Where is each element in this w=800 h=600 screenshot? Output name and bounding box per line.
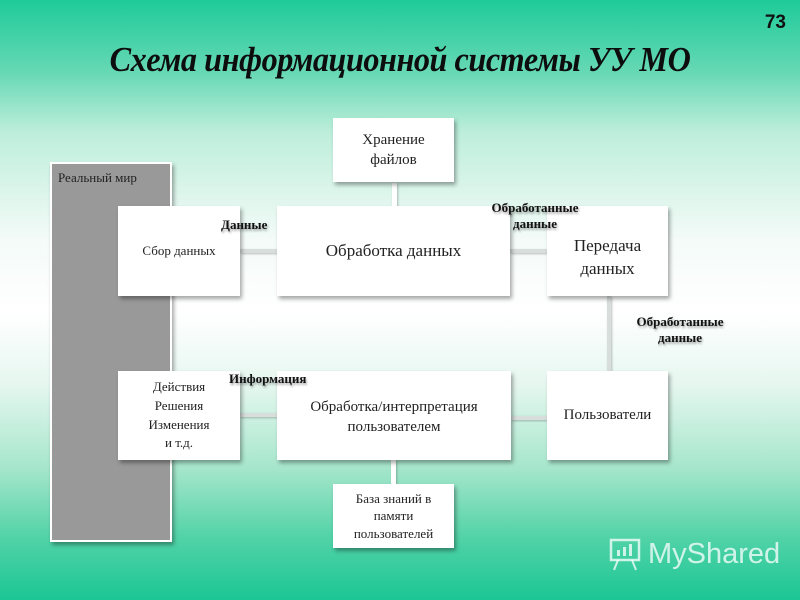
node-data-collection-label: Сбор данных xyxy=(142,243,216,259)
connector-process-storage xyxy=(392,183,397,207)
edge-label-data: Данные xyxy=(221,217,268,232)
watermark-text: MyShared xyxy=(648,537,781,570)
node-actions-line-2: Решения xyxy=(154,397,204,413)
edge-label-processed-data-right: Обработанные данные xyxy=(636,314,724,345)
connector-transfer-users xyxy=(607,296,611,372)
node-users: Пользователи xyxy=(547,371,668,460)
node-user-interpretation: Обработка/интерпретация пользователем xyxy=(277,371,511,460)
connector-interpret-actions xyxy=(240,413,278,417)
node-file-storage: Хранение файлов xyxy=(333,118,454,182)
connector-process-transfer xyxy=(510,249,548,253)
presentation-board-icon xyxy=(609,538,641,571)
node-data-collection: Сбор данных xyxy=(118,206,240,296)
node-data-transfer: Передача данных xyxy=(547,206,668,296)
node-knowledge-base-label: База знаний в памяти пользователей xyxy=(353,490,434,541)
node-data-processing: Обработка данных xyxy=(277,206,510,296)
watermark: MyShared xyxy=(608,536,780,572)
node-actions-line-3: Изменения xyxy=(148,416,210,432)
node-user-interpretation-label: Обработка/интерпретация пользователем xyxy=(310,399,478,436)
node-users-label: Пользователи xyxy=(563,407,652,424)
connector-users-interpret xyxy=(511,416,548,420)
connector-collect-process xyxy=(240,249,278,253)
slide-title: Схема информационной системы УУ МО xyxy=(109,40,691,79)
slide-number: 73 xyxy=(764,12,786,33)
edge-label-processed-data-top: Обработанные данные xyxy=(491,200,579,231)
node-knowledge-base: База знаний в памяти пользователей xyxy=(333,484,454,548)
node-actions-line-4: и т.д. xyxy=(164,435,194,451)
connector-interpret-knowledge xyxy=(391,460,396,484)
node-file-storage-label: Хранение файлов xyxy=(362,131,425,168)
edge-label-information: Информация xyxy=(229,371,307,386)
node-actions: Действия Решения Изменения и т.д. xyxy=(118,371,240,460)
node-data-transfer-label: Передача данных xyxy=(573,236,642,278)
node-actions-line-1: Действия xyxy=(152,378,206,394)
real-world-label: Реальный мир xyxy=(58,170,137,185)
node-data-processing-label: Обработка данных xyxy=(325,240,462,260)
